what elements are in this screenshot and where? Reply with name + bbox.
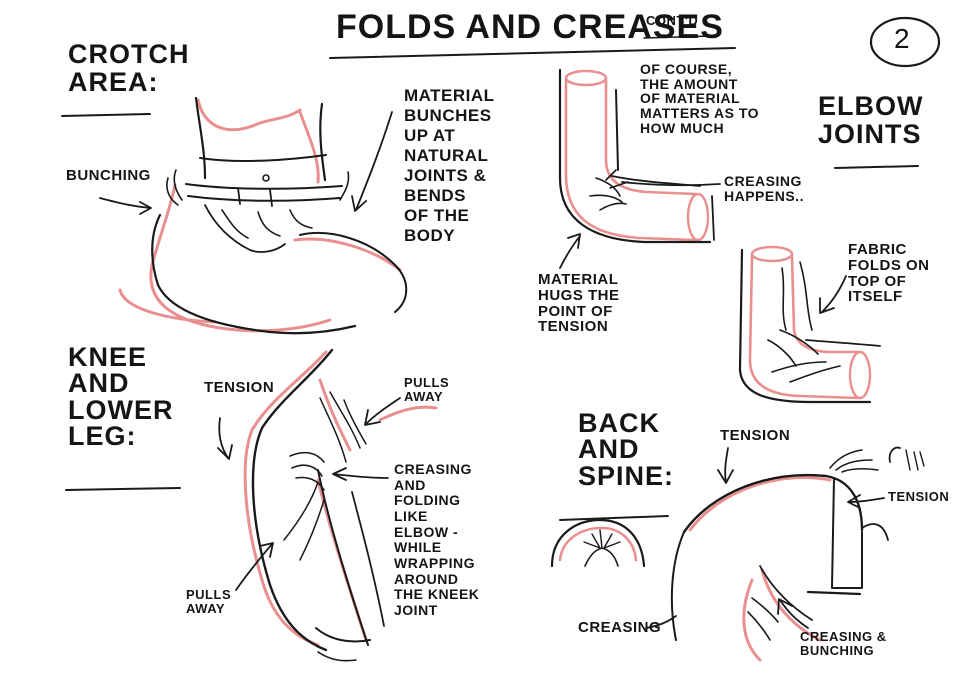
knee-tension-label: Tension bbox=[204, 379, 275, 396]
amount-of-material-note: Of course, the amount of material matter… bbox=[640, 61, 760, 136]
page-title-suffix: cont'd bbox=[646, 13, 699, 28]
knee-drawing bbox=[243, 348, 438, 662]
back-tension-label-right: Tension bbox=[888, 489, 950, 504]
knee-heading-underline bbox=[65, 487, 181, 491]
elbow-tube-lower bbox=[738, 245, 881, 404]
tension-arrow-right bbox=[847, 494, 885, 509]
back-drawing bbox=[550, 446, 925, 662]
elbow-joints-heading: Elbow Joints bbox=[818, 91, 924, 150]
fabric-folds-note: Fabric folds on top of itself bbox=[848, 241, 930, 306]
pulls-away-arrow-top bbox=[364, 397, 401, 426]
title-underline bbox=[329, 47, 736, 59]
creasing-arrow-knee bbox=[332, 467, 389, 481]
crotch-area-heading: Crotch Area: bbox=[68, 39, 190, 98]
crotch-drawing bbox=[118, 96, 408, 335]
page-number: 2 bbox=[894, 23, 911, 54]
tension-arrow-back bbox=[717, 447, 734, 484]
back-spine-heading: Back and Spine: bbox=[578, 408, 675, 491]
material-bunches-note: Material bunches up at natural joints & … bbox=[404, 86, 495, 246]
pulls-away-arrow-bottom bbox=[235, 542, 274, 591]
back-creasing-label: Creasing bbox=[578, 619, 662, 636]
crotch-heading-underline bbox=[61, 113, 151, 117]
creasing-bunching-arrow bbox=[777, 598, 809, 629]
elbow-heading-underline bbox=[834, 165, 919, 169]
bunching-label: Bunching bbox=[66, 167, 151, 184]
knee-creasing-note: Creasing and folding like elbow - while … bbox=[394, 461, 480, 619]
back-creasing-bunching-label: Creasing & bunching bbox=[800, 629, 887, 658]
creasing-pointer-back bbox=[645, 615, 677, 629]
fabric-folds-arrow bbox=[819, 275, 847, 314]
tension-arrow-knee bbox=[217, 417, 233, 460]
elbow-tube-upper bbox=[558, 68, 715, 244]
bunching-arrow bbox=[99, 197, 152, 215]
knee-heading: Knee and lower leg: bbox=[68, 342, 174, 452]
material-bunches-arrow bbox=[351, 111, 393, 212]
knee-pulls-away-top-label: Pulls away bbox=[404, 375, 450, 404]
back-heading-underline bbox=[559, 515, 669, 521]
page-number-circle bbox=[869, 16, 941, 68]
knee-pulls-away-bottom-label: Pulls away bbox=[186, 587, 232, 616]
creasing-pointer bbox=[621, 181, 721, 187]
creasing-happens-note: creasing happens.. bbox=[724, 173, 804, 204]
material-hugs-note: Material hugs the point of tension bbox=[538, 271, 620, 336]
hugs-arrow bbox=[559, 233, 581, 269]
back-tension-label-top: Tension bbox=[720, 427, 791, 444]
subtitle-underline bbox=[643, 35, 713, 39]
page-title: Folds and Creases bbox=[336, 8, 724, 46]
